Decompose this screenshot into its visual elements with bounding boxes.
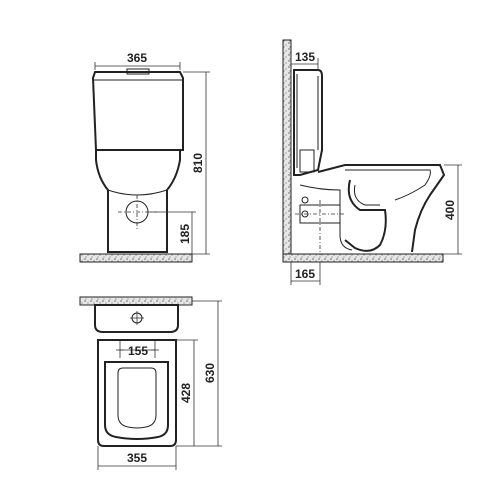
flush-button bbox=[126, 68, 150, 75]
front-width-label: 365 bbox=[127, 51, 147, 65]
top-seat-opening bbox=[117, 367, 157, 429]
top-wall bbox=[79, 296, 193, 306]
front-floor bbox=[79, 253, 193, 263]
front-bowl bbox=[95, 150, 181, 253]
side-outlet-offset-label: 165 bbox=[295, 267, 315, 281]
top-length-label: 630 bbox=[203, 363, 217, 383]
side-bowl-outline bbox=[317, 164, 446, 253]
side-trap bbox=[344, 179, 387, 252]
top-seat bbox=[104, 361, 169, 440]
front-tank bbox=[91, 71, 184, 151]
top-hole-spacing-label: 155 bbox=[128, 344, 148, 358]
side-outlet-height-label: 400 bbox=[443, 200, 457, 220]
front-height-label: 810 bbox=[191, 153, 205, 173]
top-tank bbox=[94, 304, 179, 333]
top-bowl bbox=[97, 339, 177, 447]
top-view: 155 428 630 355 bbox=[79, 296, 222, 470]
top-seat-label: 428 bbox=[179, 383, 193, 403]
side-floor bbox=[282, 253, 444, 263]
side-view: 135 400 165 bbox=[282, 39, 462, 285]
front-view: 365 810 185 bbox=[79, 51, 210, 263]
front-outlet-height-label: 185 bbox=[178, 224, 192, 244]
side-wall bbox=[282, 39, 292, 263]
top-width-label: 355 bbox=[127, 451, 147, 465]
side-tank-depth-label: 135 bbox=[295, 50, 315, 64]
